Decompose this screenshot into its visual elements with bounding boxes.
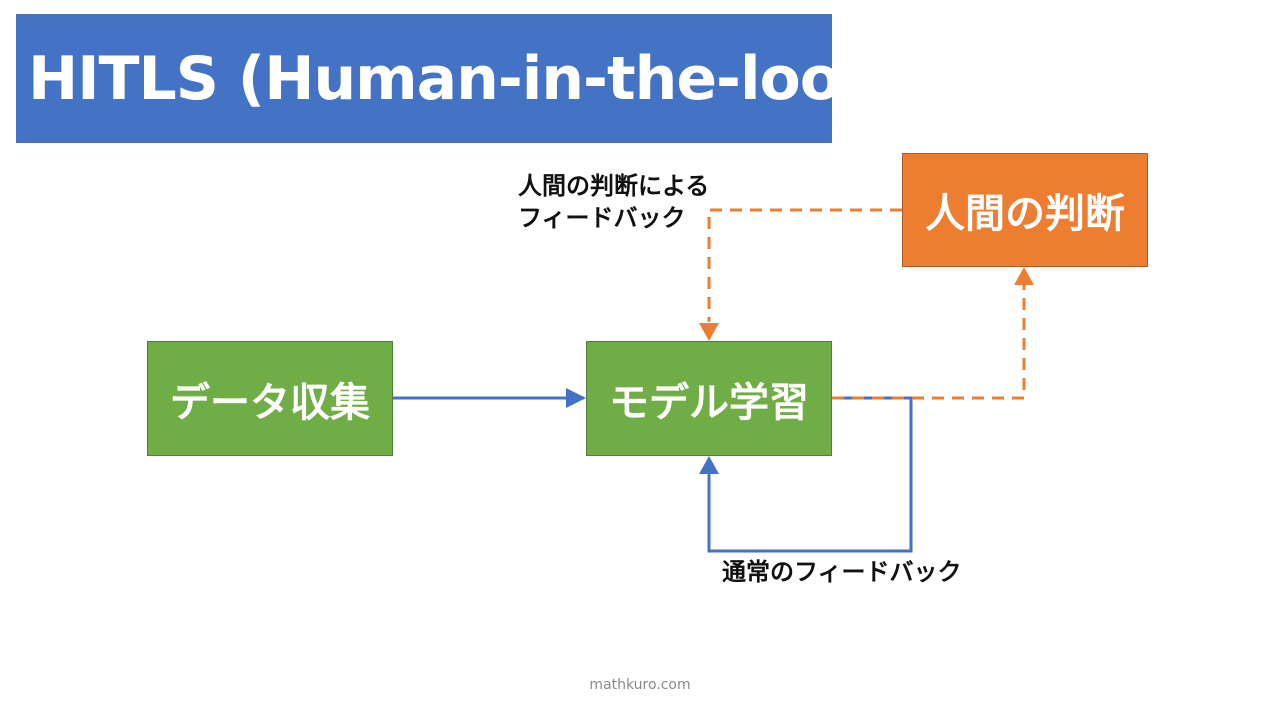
title-banner: HITLS (Human-in-the-loop)	[16, 14, 909, 143]
arrow-normal-feedback	[707, 396, 913, 553]
node-model-training-label: モデル学習	[609, 379, 809, 426]
node-human-judgment: 人間の判断	[902, 153, 1148, 267]
node-human-judgment-label: 人間の判断	[925, 191, 1125, 237]
arrowhead-normal-feedback	[699, 456, 719, 474]
node-data-collection-label: データ収集	[170, 379, 370, 426]
arrow-human-feedback	[707, 208, 902, 322]
footer-watermark: mathkuro.com	[589, 677, 691, 693]
normal-feedback-label: 通常のフィードバック	[722, 558, 962, 586]
human-feedback-label: 人間の判断による フィードバック	[518, 170, 709, 234]
arrow-model-to-human	[832, 284, 1026, 400]
arrowhead-human-feedback	[699, 323, 719, 341]
node-model-training: モデル学習	[586, 341, 832, 456]
arrowhead-data-to-model	[566, 388, 586, 408]
human-feedback-label-line1: 人間の判断による	[518, 172, 710, 200]
arrowhead-model-to-human	[1014, 267, 1034, 285]
slide-title: HITLS (Human-in-the-loop)	[28, 43, 909, 114]
human-feedback-label-line2: フィードバック	[518, 204, 686, 232]
node-data-collection: データ収集	[147, 341, 393, 456]
